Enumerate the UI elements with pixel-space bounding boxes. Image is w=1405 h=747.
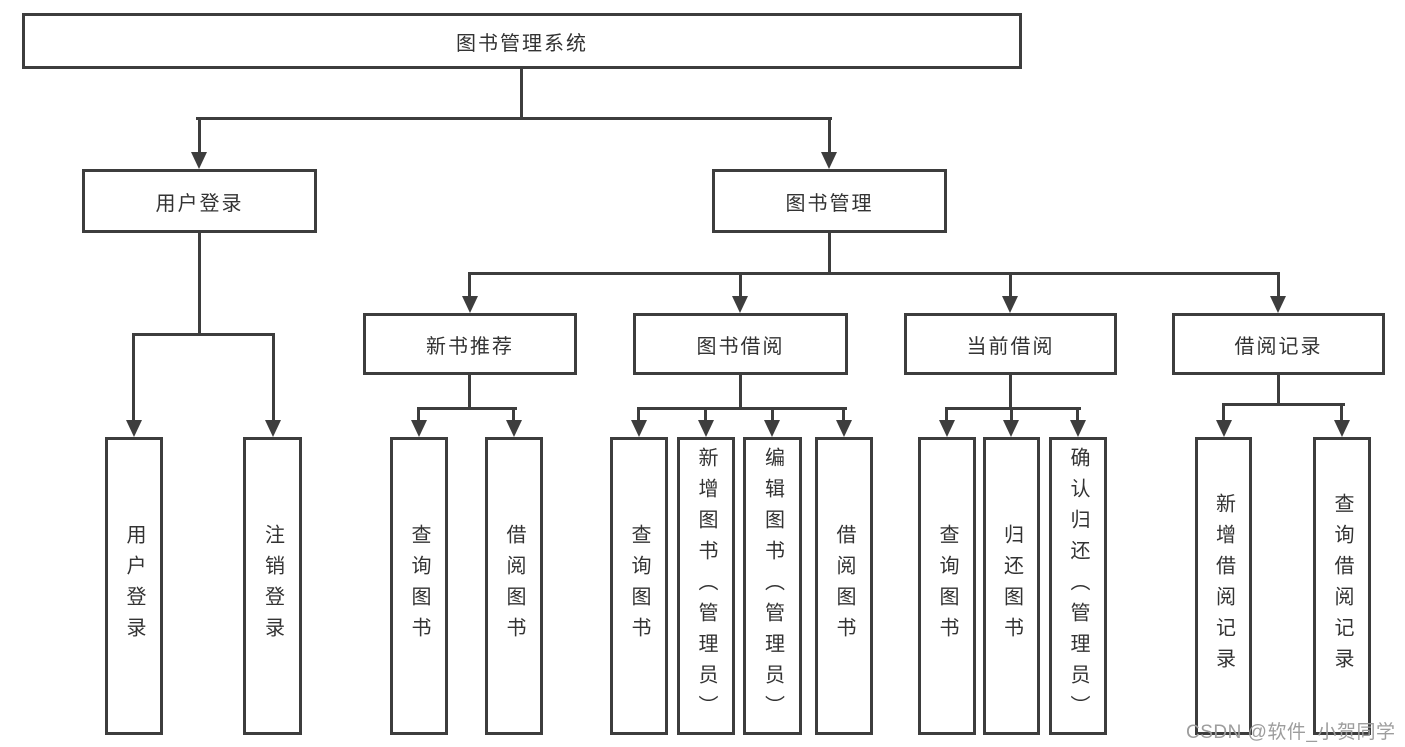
leaf-add-borrow-record-label: 新增借阅记录 [1212,493,1235,679]
node-root-label: 图书管理系统 [456,32,588,55]
connector-line [272,333,275,424]
leaf-newbook-query-books-label: 查询图书 [408,524,430,648]
arrow-down-icon [126,420,142,437]
arrow-down-icon [265,420,281,437]
node-book-management: 图书管理 [712,169,947,233]
connector-line [842,407,845,424]
arrow-down-icon [939,420,955,437]
connector-line [1222,403,1225,424]
leaf-query-borrow-record-label: 查询借阅记录 [1331,493,1353,679]
leaf-current-query-books-label: 查询图书 [936,524,958,648]
connector-line [196,117,832,120]
connector-line [198,117,201,155]
arrow-down-icon [631,420,647,437]
connector-line [828,117,831,155]
leaf-add-borrow-record: 新增借阅记录 [1195,437,1252,735]
arrow-down-icon [462,296,478,313]
arrow-down-icon [191,152,207,169]
arrow-down-icon [764,420,780,437]
connector-line [704,407,707,424]
connector-line [637,407,847,410]
node-current-borrow-label: 当前借阅 [966,335,1055,358]
node-book-borrow: 图书借阅 [633,313,848,375]
connector-line [637,407,640,424]
leaf-return-books: 归还图书 [983,437,1040,735]
arrow-down-icon [411,420,427,437]
node-book-management-label: 图书管理 [785,192,874,215]
connector-line [417,407,420,424]
node-new-book-recommend-label: 新书推荐 [426,335,514,358]
connector-line [512,407,515,424]
leaf-edit-books-admin-label: 编辑图书（管理员） [761,446,784,726]
connector-line [828,233,831,275]
leaf-logout: 注销登录 [243,437,302,735]
arrow-down-icon [732,296,748,313]
leaf-user-login: 用户登录 [105,437,163,735]
connector-line [771,407,774,424]
connector-line [1277,375,1280,406]
node-user-login-label: 用户登录 [155,192,244,215]
arrow-down-icon [1270,296,1286,313]
leaf-add-books-admin: 新增图书（管理员） [677,437,735,735]
leaf-borrow-query-books: 查询图书 [610,437,668,735]
leaf-borrow-query-books-label: 查询图书 [628,524,650,648]
leaf-logout-label: 注销登录 [261,524,284,648]
leaf-newbook-query-books: 查询图书 [390,437,448,735]
arrow-down-icon [821,152,837,169]
leaf-borrow-books-label: 借阅图书 [833,524,855,648]
leaf-confirm-return-admin: 确认归还（管理员） [1049,437,1107,735]
connector-line [1340,403,1343,424]
arrow-down-icon [1334,420,1350,437]
connector-line [739,272,742,299]
watermark: CSDN @软件_小贺同学 [1186,722,1396,743]
leaf-return-books-label: 归还图书 [1000,524,1023,648]
leaf-confirm-return-admin-label: 确认归还（管理员） [1067,446,1089,726]
node-borrow-records: 借阅记录 [1172,313,1385,375]
connector-line [468,272,471,299]
leaf-newbook-borrow-books: 借阅图书 [485,437,543,735]
connector-line [1009,272,1012,299]
connector-line [520,68,523,120]
node-borrow-records-label: 借阅记录 [1234,335,1323,358]
arrow-down-icon [698,420,714,437]
node-current-borrow: 当前借阅 [904,313,1117,375]
connector-line [1076,407,1079,424]
leaf-borrow-books: 借阅图书 [815,437,873,735]
leaf-edit-books-admin: 编辑图书（管理员） [743,437,802,735]
arrow-down-icon [1003,420,1019,437]
node-new-book-recommend: 新书推荐 [363,313,577,375]
connector-line [132,333,275,336]
node-root: 图书管理系统 [22,13,1022,69]
arrow-down-icon [506,420,522,437]
arrow-down-icon [1216,420,1232,437]
connector-line [1277,272,1280,299]
leaf-query-borrow-record: 查询借阅记录 [1313,437,1371,735]
arrow-down-icon [1070,420,1086,437]
connector-line [198,233,201,336]
arrow-down-icon [836,420,852,437]
node-book-borrow-label: 图书借阅 [696,335,785,358]
connector-line [1010,407,1013,424]
connector-line [468,375,471,410]
connector-line [1222,403,1345,406]
connector-line [468,272,1280,275]
leaf-current-query-books: 查询图书 [918,437,976,735]
node-user-login: 用户登录 [82,169,317,233]
connector-line [132,333,135,424]
connector-line [1009,375,1012,410]
connector-line [417,407,517,410]
connector-line [739,375,742,410]
connector-line [945,407,1081,410]
arrow-down-icon [1002,296,1018,313]
leaf-add-books-admin-label: 新增图书（管理员） [695,446,717,726]
connector-line [945,407,948,424]
leaf-user-login-label: 用户登录 [123,524,145,648]
leaf-newbook-borrow-books-label: 借阅图书 [503,524,525,648]
